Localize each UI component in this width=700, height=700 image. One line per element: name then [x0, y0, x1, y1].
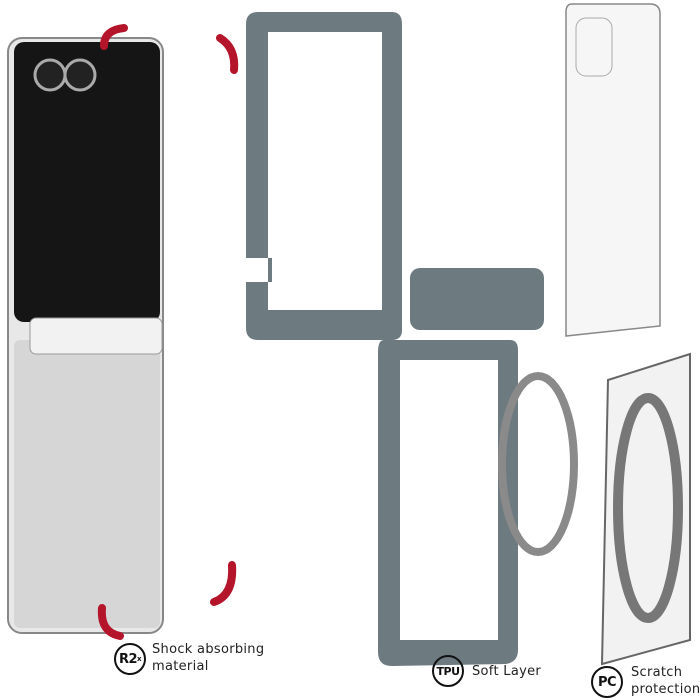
- feature-label-shock: Shock absorbing material: [152, 641, 264, 675]
- label-line: Scratch: [631, 665, 683, 680]
- camera-lens-icon: [63, 58, 97, 92]
- label-line: Soft Layer: [472, 664, 542, 679]
- phone: [7, 37, 164, 634]
- badge-text: PC: [597, 674, 617, 690]
- tpu-frame-bottom: [378, 268, 544, 666]
- label-line: material: [152, 659, 209, 674]
- badge-text: R2: [118, 651, 138, 667]
- red-bumpers: [97, 24, 239, 640]
- pc-badge: PC: [591, 666, 623, 698]
- tpu-badge: TPU: [432, 655, 464, 687]
- feature-label-tpu: Soft Layer: [472, 663, 541, 680]
- badge-sup: x: [137, 655, 142, 663]
- tpu-frame-top: [246, 12, 402, 340]
- feature-label-pc: Scratch protection: [631, 664, 700, 698]
- label-line: protection: [631, 682, 700, 697]
- camera-lens-icon: [33, 58, 67, 92]
- label-line: Shock absorbing: [152, 642, 265, 657]
- pc-back-plate: [565, 3, 661, 337]
- badge-text: TPU: [436, 664, 461, 678]
- magsafe-ring: [498, 372, 578, 556]
- pc-magnetic-plate: [600, 352, 691, 666]
